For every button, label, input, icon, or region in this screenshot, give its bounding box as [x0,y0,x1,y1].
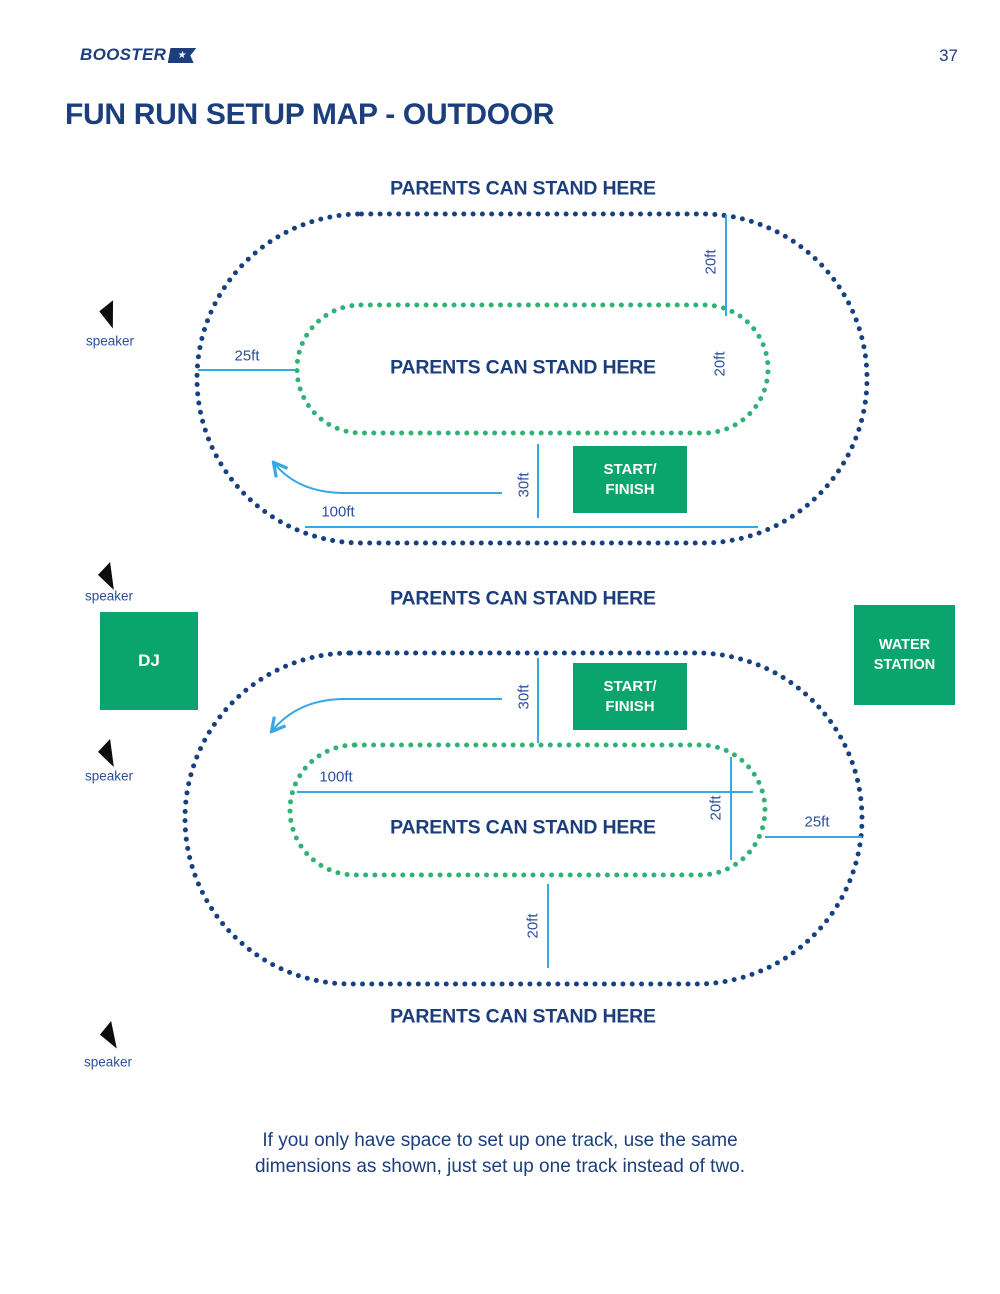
bottom-20ft-infield-label: 20ft [707,795,725,821]
top-25ft-label: 25ft [234,347,260,365]
water-station-line2: STATION [873,657,936,673]
speaker-label: speaker [85,333,135,349]
top-20ft-infield-label: 20ft [711,351,729,377]
water-station-box: WATER STATION [854,605,955,705]
bottom-run-direction-arrow [272,698,502,731]
bottom-start-finish-line1: START/ [603,677,657,695]
top-20ft-gap-label: 20ft [702,249,720,275]
bottom-outer-track-oval [182,650,865,987]
dj-label: DJ [138,651,160,670]
top-start-finish-line1: START/ [603,460,657,478]
footer-note-line2: dimensions as shown, just set up one tra… [254,1156,746,1177]
speaker-label: speaker [83,1054,133,1070]
bottom-parents-heading: PARENTS CAN STAND HERE [390,587,656,610]
speaker-label: speaker [84,768,134,784]
top-parents-heading: PARENTS CAN STAND HERE [390,177,656,200]
speaker-label: speaker [84,588,134,604]
footer-note-line1: If you only have space to set up one tra… [262,1130,738,1151]
top-infield-parents-label: PARENTS CAN STAND HERE [390,356,656,379]
page-title: FUN RUN SETUP MAP - OUTDOOR [65,98,555,131]
bottom-25ft-label: 25ft [804,813,830,831]
top-run-direction-arrow [274,463,502,494]
bottom-start-finish-box: START/ FINISH [573,663,687,730]
bottom-start-finish-line2: FINISH [605,697,655,715]
footer-note: If you only have space to set up one tra… [150,1128,850,1180]
booster-logo-text: BOOSTER [80,45,167,64]
bottom-outside-parents-label: PARENTS CAN STAND HERE [390,1005,656,1028]
bottom-20ft-gap-label: 20ft [524,913,542,939]
water-station-line1: WATER [878,637,931,653]
bottom-30ft-label: 30ft [515,684,533,710]
top-30ft-label: 30ft [515,472,533,498]
booster-logo: BOOSTER ★ [80,45,195,65]
dj-box: DJ [100,612,198,710]
top-inner-track-oval [294,302,771,436]
top-start-finish-box: START/ FINISH [573,446,687,513]
bottom-inner-track-oval [287,742,768,878]
top-100ft-label: 100ft [321,503,355,521]
bottom-infield-parents-label: PARENTS CAN STAND HERE [390,816,656,839]
bottom-100ft-label: 100ft [319,768,353,786]
top-start-finish-line2: FINISH [605,480,655,498]
page-number: 37 [939,46,958,65]
